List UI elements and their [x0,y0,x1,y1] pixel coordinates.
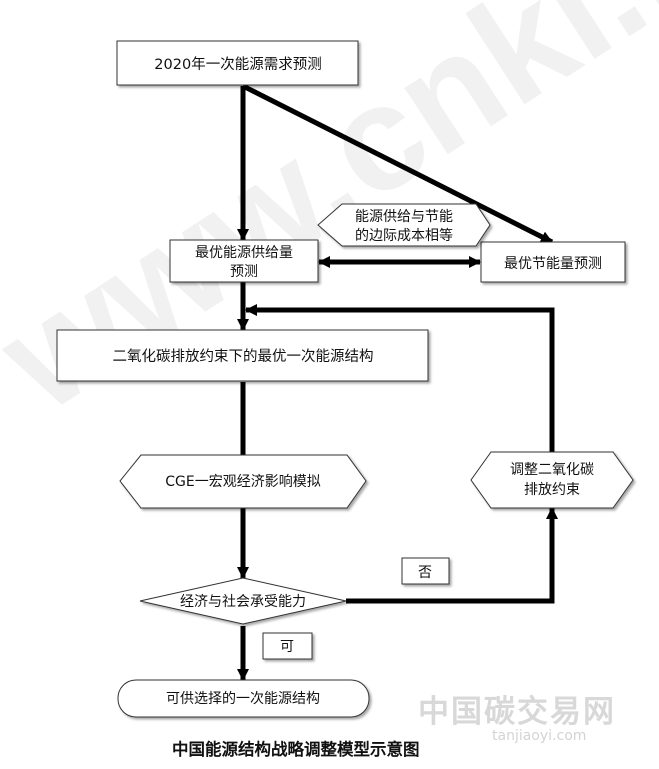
arrow-demand-to-saving [241,83,554,245]
marginal-cost-label-line2: 的边际成本相等 [355,227,453,244]
final-structure-label: 可供选择的一次能源结构 [166,691,320,707]
node-final-structure: 可供选择的一次能源结构 [117,679,370,718]
adjust-co2-label-line1: 调整二氧化碳 [510,462,594,478]
co2-structure-label: 二氧化碳排放约束下的最优一次能源结构 [113,348,374,365]
no-label: 否 [418,565,432,581]
cge-simulation-label: CGE一宏观经济影响模拟 [165,474,320,490]
brand-watermark: 中国碳交易网 [418,694,616,730]
node-marginal-cost: 能源供给与节能 的边际成本相等 [317,203,491,247]
brand-url-watermark: tanjiaoyi.com [492,728,587,744]
demand-forecast-label: 2020年一次能源需求预测 [154,56,321,73]
node-demand-forecast: 2020年一次能源需求预测 [116,40,359,86]
node-optimal-saving: 最优节能量预测 [480,241,626,283]
node-capacity-check: 经济与社会承受能力 [139,577,347,625]
connectors [237,83,558,681]
figure-caption: 中国能源结构战略调整模型示意图 [172,740,420,759]
no-label-box: 否 [401,557,450,585]
optimal-saving-label: 最优节能量预测 [504,256,602,272]
marginal-cost-label-line1: 能源供给与节能 [355,209,453,225]
node-optimal-supply: 最优能源供给量 预测 [169,239,319,283]
yes-label: 可 [280,639,294,655]
arrow-check-no-to-adjust [346,507,558,604]
capacity-check-label: 经济与社会承受能力 [180,594,306,610]
adjust-co2-label-line2: 排放约束 [524,482,580,498]
node-adjust-co2: 调整二氧化碳 排放约束 [470,451,634,509]
node-co2-structure: 二氧化碳排放约束下的最优一次能源结构 [56,329,429,382]
node-cge-simulation: CGE一宏观经济影响模拟 [119,454,367,509]
optimal-supply-label-line2: 预测 [230,264,258,280]
feedback-loop-top [245,304,555,452]
optimal-supply-label-line1: 最优能源供给量 [195,245,293,261]
yes-label-box: 可 [262,632,313,660]
